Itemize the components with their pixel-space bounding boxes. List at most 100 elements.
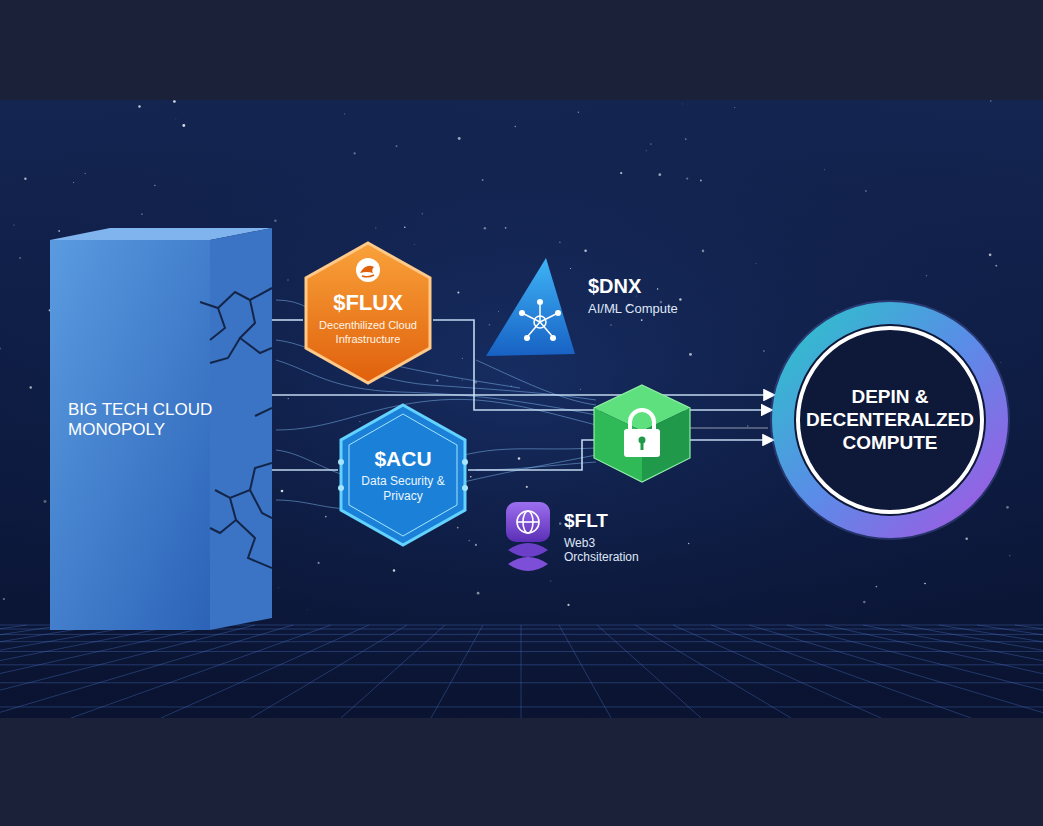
grid-line xyxy=(863,625,1043,718)
star xyxy=(468,540,470,542)
cloud-monolith: BIG TECH CLOUD MONOPOLY xyxy=(50,228,272,630)
star xyxy=(1006,506,1009,509)
grid-line xyxy=(0,625,27,718)
star xyxy=(926,275,927,276)
star xyxy=(584,249,587,252)
star xyxy=(580,389,581,390)
star xyxy=(44,500,47,503)
star xyxy=(755,262,757,264)
flow-connector xyxy=(272,394,775,396)
space-glow xyxy=(0,100,1043,718)
star xyxy=(679,298,681,300)
lock-shackle xyxy=(630,410,654,430)
star xyxy=(498,311,500,313)
star xyxy=(570,268,571,269)
star xyxy=(646,150,647,151)
star xyxy=(13,225,14,226)
star xyxy=(965,538,967,540)
star xyxy=(865,190,867,192)
grid-line xyxy=(0,625,255,718)
flow-line xyxy=(476,462,596,470)
star xyxy=(173,100,176,103)
star xyxy=(359,421,360,422)
star xyxy=(414,244,416,246)
star xyxy=(458,137,461,140)
lock-body xyxy=(624,429,660,457)
flow-connector xyxy=(433,320,772,410)
star xyxy=(404,227,405,228)
star xyxy=(515,126,516,127)
star xyxy=(686,177,688,179)
star xyxy=(702,250,705,253)
grid-line xyxy=(0,625,293,718)
star xyxy=(526,486,528,488)
flow-connector xyxy=(272,319,303,321)
star xyxy=(393,569,395,571)
star xyxy=(611,325,612,326)
star xyxy=(763,350,764,351)
star xyxy=(505,227,507,229)
star xyxy=(457,291,459,293)
star xyxy=(30,386,32,388)
grid-line xyxy=(341,625,445,718)
token-role: Web3 Orchsiteration xyxy=(564,536,664,565)
star xyxy=(318,562,320,564)
text-block: $DNXAI/ML Compute xyxy=(588,274,728,317)
star xyxy=(375,227,376,228)
token-role: Data Security & Privacy xyxy=(350,474,456,503)
star xyxy=(658,173,661,176)
star xyxy=(518,457,521,460)
star xyxy=(19,257,21,259)
star xyxy=(567,604,569,606)
token-hexagon: $FLUXDecenthilized Cloud Infrastructure xyxy=(303,240,433,386)
grid-line xyxy=(0,625,103,718)
star xyxy=(306,608,308,610)
top-band xyxy=(0,0,1043,100)
perspective-grid xyxy=(0,625,1043,718)
star xyxy=(559,242,561,244)
star xyxy=(141,213,143,215)
star xyxy=(461,357,463,359)
star xyxy=(700,180,702,182)
star xyxy=(475,544,477,546)
text-block: $FLT Web3 Orchsiteration xyxy=(564,510,664,565)
star xyxy=(325,516,327,518)
star xyxy=(685,138,687,140)
star xyxy=(277,587,279,589)
star xyxy=(990,100,992,102)
star xyxy=(396,145,398,147)
star xyxy=(682,103,684,105)
star xyxy=(550,581,551,582)
token-symbol: $FLT xyxy=(564,510,664,533)
star xyxy=(421,213,423,215)
star xyxy=(824,169,825,170)
grid-line xyxy=(521,625,522,718)
star xyxy=(747,425,748,426)
token-symbol: $FLUX xyxy=(312,290,424,316)
grid-line xyxy=(939,625,1043,718)
star xyxy=(24,178,26,180)
text-block: $FLUXDecenthilized Cloud Infrastructure xyxy=(312,290,424,346)
star xyxy=(876,586,878,588)
star xyxy=(281,490,284,493)
star xyxy=(734,107,735,108)
star xyxy=(689,353,692,356)
star xyxy=(482,179,484,181)
star xyxy=(1000,361,1002,363)
star xyxy=(470,476,472,478)
star xyxy=(154,185,155,186)
star xyxy=(688,543,689,544)
flow-line xyxy=(476,360,596,405)
star xyxy=(287,279,289,281)
triangle-shape xyxy=(482,256,577,360)
flow-connector xyxy=(272,469,338,471)
token-icon: $FLT Web3 Orchsiteration xyxy=(500,498,668,580)
grid-line xyxy=(749,625,1043,718)
star xyxy=(182,124,185,127)
star xyxy=(559,522,562,525)
grid-line xyxy=(977,625,1043,718)
grid-line xyxy=(0,625,217,718)
bottom-band xyxy=(0,718,1043,826)
